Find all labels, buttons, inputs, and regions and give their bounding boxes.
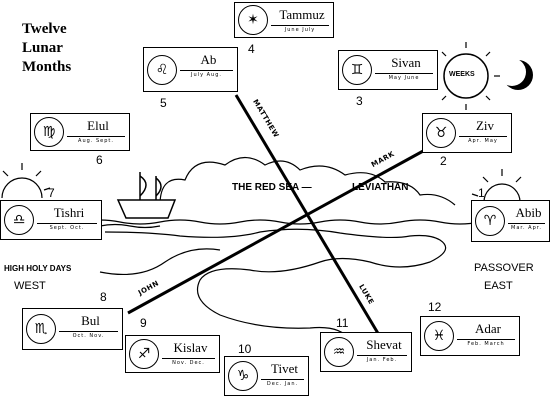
month-card-ab: ♌ Ab July Aug. — [143, 47, 238, 92]
month-card-tishri: ♎ Tishri Sept. Oct. — [0, 200, 102, 240]
matthew-line — [234, 94, 384, 341]
month-number: 2 — [440, 154, 447, 168]
month-name: Shevat — [366, 337, 402, 352]
month-number: 11 — [336, 316, 349, 330]
scorpion-icon: ♏ — [26, 314, 56, 344]
month-span: Mar. Apr. — [511, 225, 542, 231]
month-span: Sept. Oct. — [49, 225, 85, 231]
month-card-tammuz: ✶ Tammuz June July — [234, 2, 334, 38]
month-number: 10 — [238, 342, 252, 356]
month-span: June July — [284, 27, 316, 33]
crescent-moon-icon — [498, 58, 533, 90]
twins-icon: ♊ — [342, 55, 372, 85]
month-number: 3 — [356, 94, 363, 108]
month-card-bul: ♏ Bul Oct. Nov. — [22, 308, 123, 350]
clouds — [159, 156, 456, 206]
john-mark-line — [127, 148, 426, 315]
fish-icon: ♓ — [424, 321, 454, 351]
virgin-icon: ♍ — [34, 117, 64, 147]
ship-icon — [116, 172, 177, 219]
title-line-1: Twelve — [22, 21, 67, 37]
month-name: Tishri — [53, 205, 85, 220]
month-span: Aug. Sept. — [78, 138, 114, 144]
title-line-3: Months — [22, 59, 72, 75]
leviathan-label: LEVIATHAN — [352, 182, 409, 193]
high-holy-days-label: HIGH HOLY DAYS — [4, 264, 72, 273]
month-name: Adar — [475, 321, 501, 336]
archer-icon: ♐ — [129, 339, 159, 369]
month-span: July Aug. — [191, 72, 222, 78]
scales-icon: ♎ — [4, 205, 34, 235]
bull-icon: ♉ — [426, 118, 456, 148]
month-card-tivet: ♑ Tivet Dec. Jan. — [224, 356, 309, 396]
month-name: Tammuz — [279, 7, 325, 22]
west-sun-icon — [1, 163, 51, 199]
month-card-elul: ♍ Elul Aug. Sept. — [30, 113, 130, 151]
title-line-2: Lunar — [22, 40, 63, 56]
month-card-kislav: ♐ Kislav Nov. Dec. — [125, 335, 220, 373]
west-label: WEST — [14, 280, 46, 292]
month-span: Jan. Feb. — [366, 357, 398, 363]
month-name: Sivan — [391, 55, 421, 70]
month-name: Tivet — [271, 361, 298, 376]
ram-icon: ♈ — [475, 206, 505, 236]
month-span: May June — [388, 75, 420, 81]
month-number: 12 — [428, 300, 442, 314]
month-card-ziv: ♉ Ziv Apr. May — [422, 113, 512, 153]
land-outline — [99, 228, 447, 341]
scorpion-icon: ✶ — [238, 5, 268, 35]
month-card-sivan: ♊ Sivan May June — [338, 50, 438, 90]
east-label: EAST — [484, 280, 513, 292]
red-sea-label: THE RED SEA — — [232, 182, 312, 193]
month-number: 4 — [248, 42, 255, 56]
month-card-adar: ♓ Adar Feb. March — [420, 316, 520, 356]
month-number: 8 — [100, 290, 107, 304]
goat-icon: ♑ — [228, 361, 258, 391]
month-name: Kislav — [173, 340, 208, 355]
month-number: 1 — [478, 186, 485, 200]
month-span: Nov. Dec. — [172, 360, 205, 366]
month-card-shevat: ♒ Shevat Jan. Feb. — [320, 332, 412, 372]
month-name: Ziv — [475, 118, 495, 133]
month-span: Oct. Nov. — [72, 333, 105, 339]
chart-title: Twelve Lunar Months — [22, 20, 71, 77]
month-number: 6 — [96, 153, 103, 167]
gospel-lines — [127, 94, 426, 341]
sun-icon — [432, 42, 500, 110]
month-span: Apr. May — [468, 138, 498, 144]
month-name: Ab — [200, 52, 217, 67]
month-name: Abib — [515, 205, 542, 220]
month-card-abib: ♈ Abib Mar. Apr. — [471, 200, 550, 242]
month-number: 7 — [48, 186, 55, 200]
month-span: Dec. Jan. — [266, 381, 299, 387]
east-sun-icon — [471, 169, 522, 203]
month-span: Feb. March — [467, 341, 505, 347]
month-number: 5 — [160, 96, 167, 110]
weeks-label: WEEKS — [449, 71, 475, 78]
month-number: 9 — [140, 316, 147, 330]
month-name: Elul — [87, 118, 109, 133]
month-name: Bul — [81, 313, 100, 328]
passover-label: PASSOVER — [474, 262, 534, 274]
water-bearer-icon: ♒ — [324, 337, 354, 367]
lion-icon: ♌ — [147, 54, 177, 85]
